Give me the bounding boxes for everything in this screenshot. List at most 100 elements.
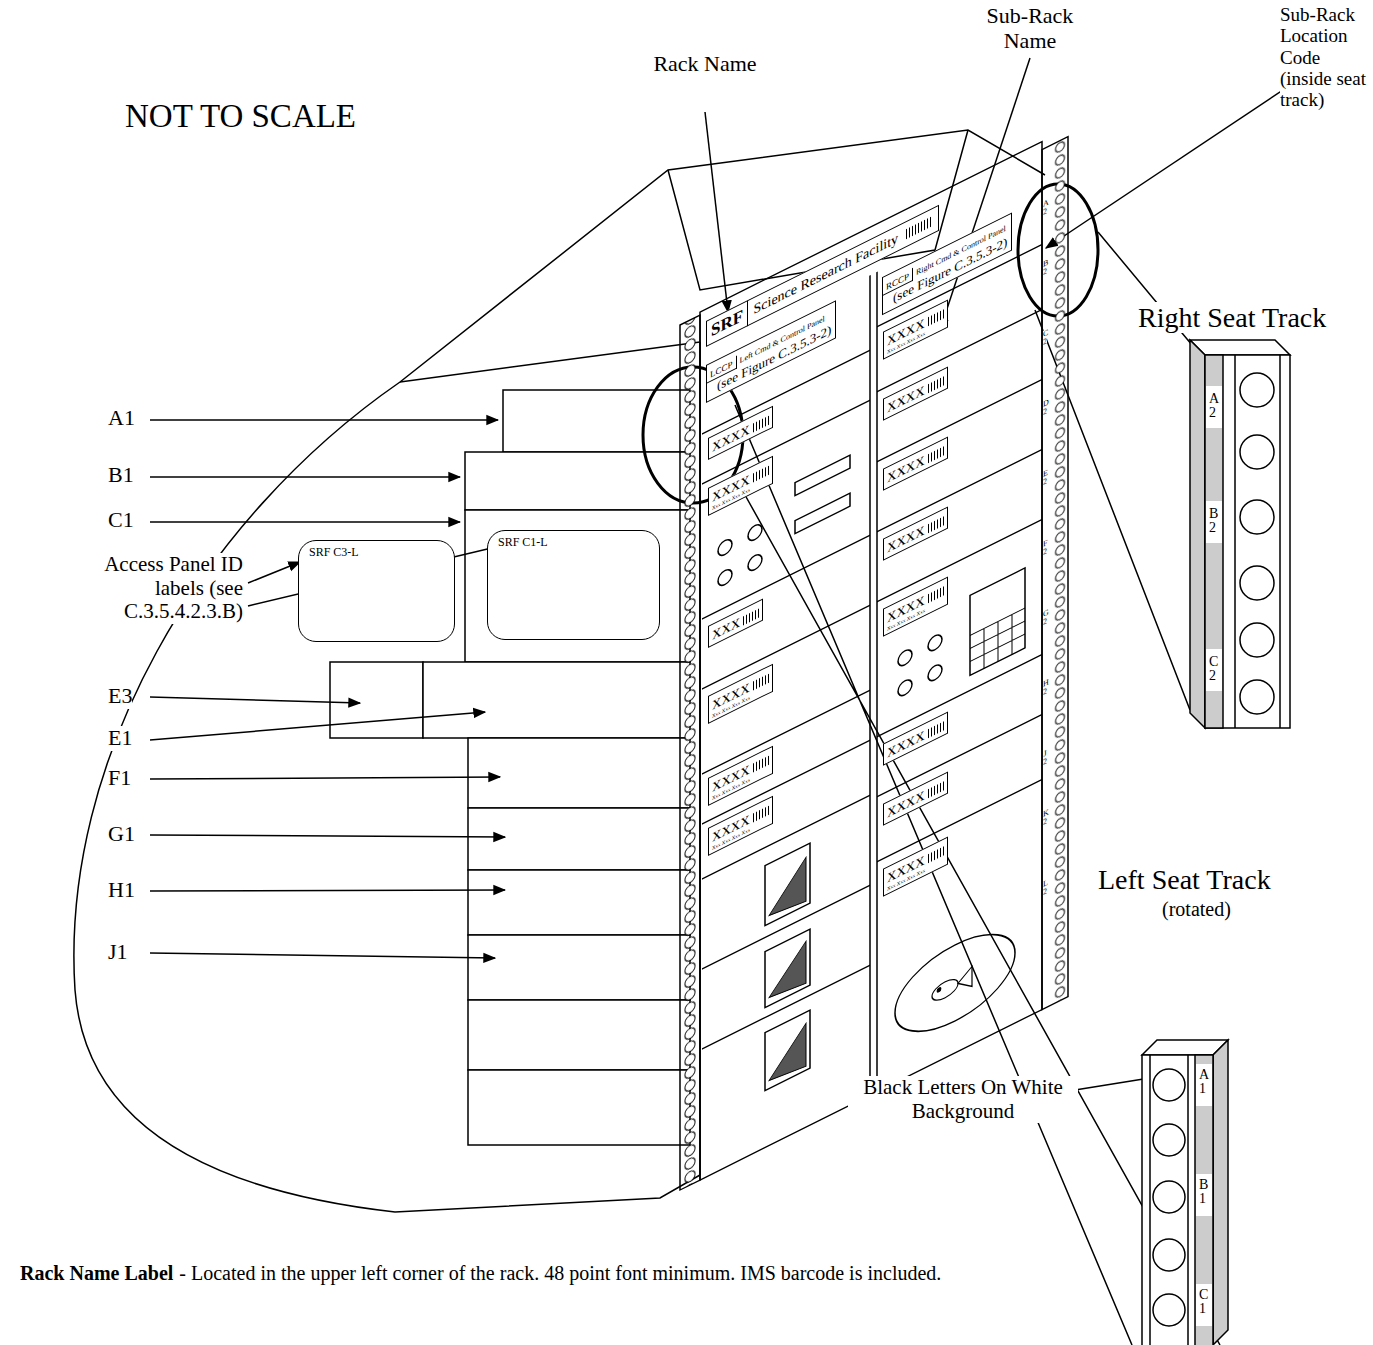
callout-label: C1 — [108, 508, 134, 533]
sub-rack-label: XXXXXxx Xxx Xxx Xxx — [883, 837, 948, 897]
leader-label: Rack Name — [650, 52, 760, 77]
callout-label: G1 — [108, 822, 135, 847]
row-lines — [702, 350, 870, 1049]
detail-title: Left Seat Track — [1098, 864, 1271, 895]
access-panel: SRF C1-L — [487, 530, 660, 640]
sub-rack-label: XXXX — [883, 437, 948, 491]
detail-title: Right Seat Track — [1138, 302, 1326, 333]
rack-edge — [400, 342, 700, 382]
barcode — [753, 806, 769, 823]
sub-rack-label: XXX — [708, 599, 763, 649]
slot — [795, 493, 850, 533]
leader-label: Access Panel ID labels (see C.3.5.4.2.3.… — [78, 553, 243, 624]
access-panel: SRF C3-L — [298, 540, 455, 642]
leader-label: Sub-Rack Location Code (inside seat trac… — [1280, 4, 1366, 110]
sub-rack-box — [330, 662, 423, 738]
row-lines — [877, 245, 1042, 862]
sub-rack-label: XXXX — [708, 406, 773, 460]
sub-rack-label: XXXXXxx Xxx Xxx Xxx — [708, 664, 773, 724]
sub-rack-label: XXXX — [883, 772, 948, 826]
face-outline — [700, 142, 1042, 1181]
location-code: J2 — [1043, 749, 1047, 767]
sub-rack-label: XXXXXxx Xxx Xxx Xxx — [883, 577, 948, 637]
sub-rack-box — [468, 870, 690, 935]
note-heading: Rack Name Label — [20, 1262, 173, 1284]
right-seat-track — [1190, 340, 1290, 728]
label-text: XXXX — [887, 522, 925, 557]
location-code: B2 — [1043, 259, 1047, 277]
location-code: E2 — [1043, 469, 1047, 487]
button — [718, 537, 732, 558]
callout-label: E1 — [108, 726, 132, 751]
rack-name-label: SRF — [706, 300, 748, 347]
barcode — [928, 309, 944, 326]
right-rail — [1042, 137, 1068, 1010]
label-text: SRF C3-L — [309, 545, 444, 560]
location-code: K2 — [1043, 809, 1047, 827]
button — [898, 647, 912, 668]
rack-face-drawing — [680, 136, 1070, 1190]
column-divider — [870, 272, 877, 1095]
location-code: C2 — [1043, 329, 1047, 347]
label-text: XXXX — [887, 787, 925, 822]
note-text: - Located in the upper left corner of th… — [20, 1262, 1030, 1284]
label-text: XXXX — [887, 452, 925, 487]
barcode — [906, 216, 932, 239]
barcode — [753, 674, 769, 691]
barcode — [753, 416, 769, 433]
callout-label: H1 — [108, 878, 135, 903]
rack-face: SRFScience Research FacilityLCCPLeft Cmd… — [680, 136, 1070, 1190]
leader-label: Sub-Rack Name — [980, 4, 1080, 53]
label-text: XXXX — [887, 382, 925, 417]
rack-side — [74, 382, 700, 1212]
sub-rack-box — [468, 808, 690, 870]
sub-rack-box — [465, 510, 690, 662]
location-code: C2 — [1209, 655, 1216, 683]
barcode — [928, 376, 944, 393]
sub-rack-box — [468, 1000, 690, 1070]
left-seat-track — [1142, 1040, 1228, 1345]
location-code: D2 — [1043, 399, 1047, 417]
barcode — [753, 466, 769, 483]
barcode — [928, 721, 944, 738]
barcode — [928, 781, 944, 798]
barcode — [928, 516, 944, 533]
barcode — [753, 756, 769, 773]
sub-rack-box — [468, 738, 690, 808]
slot — [795, 455, 850, 495]
location-code: B1 — [1199, 1178, 1206, 1206]
callout-arrows — [150, 58, 1310, 1090]
barcode — [743, 608, 759, 625]
location-code: L2 — [1043, 879, 1047, 897]
location-code: A1 — [1199, 1068, 1206, 1096]
keypad — [970, 568, 1025, 675]
sub-rack-box — [468, 1070, 690, 1145]
location-code: H2 — [1043, 679, 1047, 697]
leader-label: Black Letters On White Background — [848, 1076, 1078, 1123]
drawer-icon — [765, 843, 810, 1090]
barcode — [928, 846, 944, 863]
location-code: A2 — [1043, 199, 1047, 217]
location-code: B2 — [1209, 507, 1216, 535]
label-text: XXX — [712, 614, 740, 644]
barcode — [928, 586, 944, 603]
left-rail — [680, 315, 700, 1190]
location-code: G2 — [1043, 609, 1047, 627]
callout-label: E3 — [108, 684, 132, 709]
label-text: SRF C1-L — [498, 535, 649, 550]
location-code: C1 — [1199, 1288, 1206, 1316]
sub-rack-label: XXXX — [883, 507, 948, 561]
location-code: A2 — [1209, 392, 1216, 420]
note: NOT TO SCALE — [125, 98, 356, 135]
barcode — [928, 446, 944, 463]
detail-subtitle: (rotated) — [1162, 898, 1231, 920]
logo-ellipse — [895, 915, 1015, 1051]
callout-label: B1 — [108, 463, 134, 488]
callout-label: F1 — [108, 766, 131, 791]
sub-rack-box — [468, 935, 690, 1000]
callout-label: J1 — [108, 940, 128, 965]
fish-icon — [932, 966, 972, 1006]
callout-label: A1 — [108, 406, 135, 431]
sub-rack-box — [423, 662, 690, 738]
rack-top — [400, 130, 1045, 382]
